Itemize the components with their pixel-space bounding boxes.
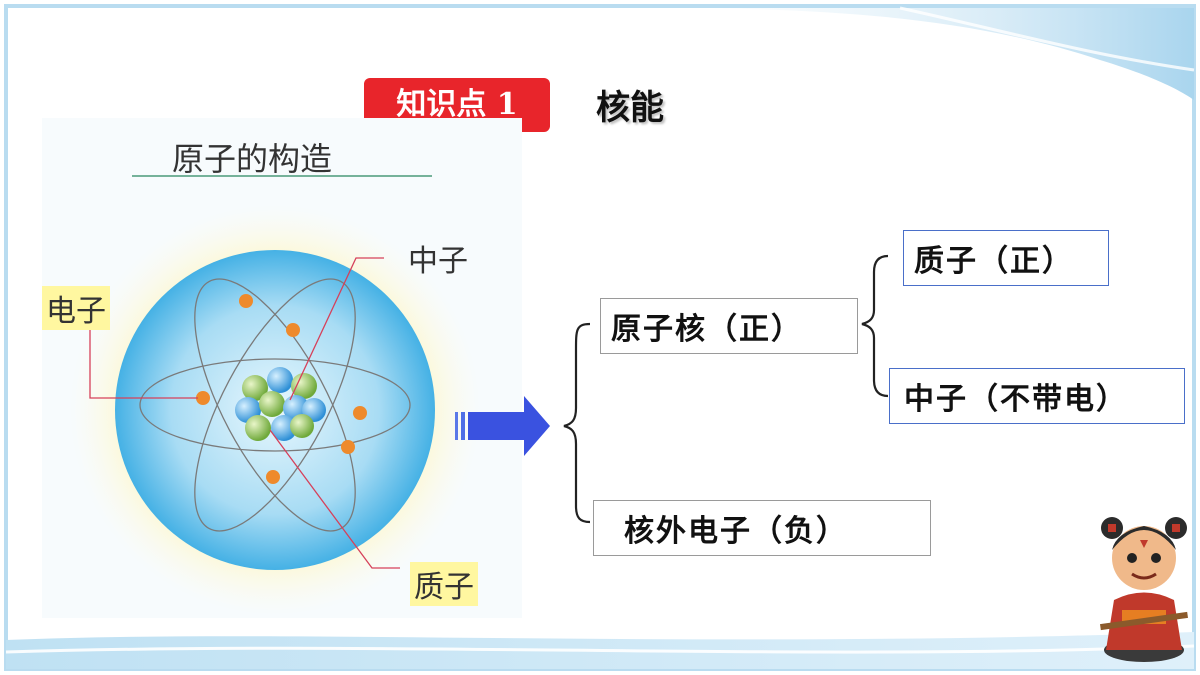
nucleus [235,367,326,441]
proton-label: 质子 [410,562,478,606]
flow-arrow [455,396,550,456]
neutron-label: 中子 [408,244,468,279]
illustration-title: 原子的构造 [172,140,333,178]
electron-orbits [139,278,411,532]
neutron-box: 中子（不带电） [889,368,1185,424]
topic-title: 核能 [596,88,664,128]
electrons-box: 核外电子（负） [593,500,931,556]
tree-braces [563,254,889,524]
proton-box: 质子（正） [903,230,1109,286]
nucleus-box: 原子核（正） [600,298,858,354]
electron-label: 电子 [42,286,110,330]
electrons [196,294,367,484]
cartoon-character-icon [1100,517,1188,662]
label-leader-lines [89,257,400,569]
